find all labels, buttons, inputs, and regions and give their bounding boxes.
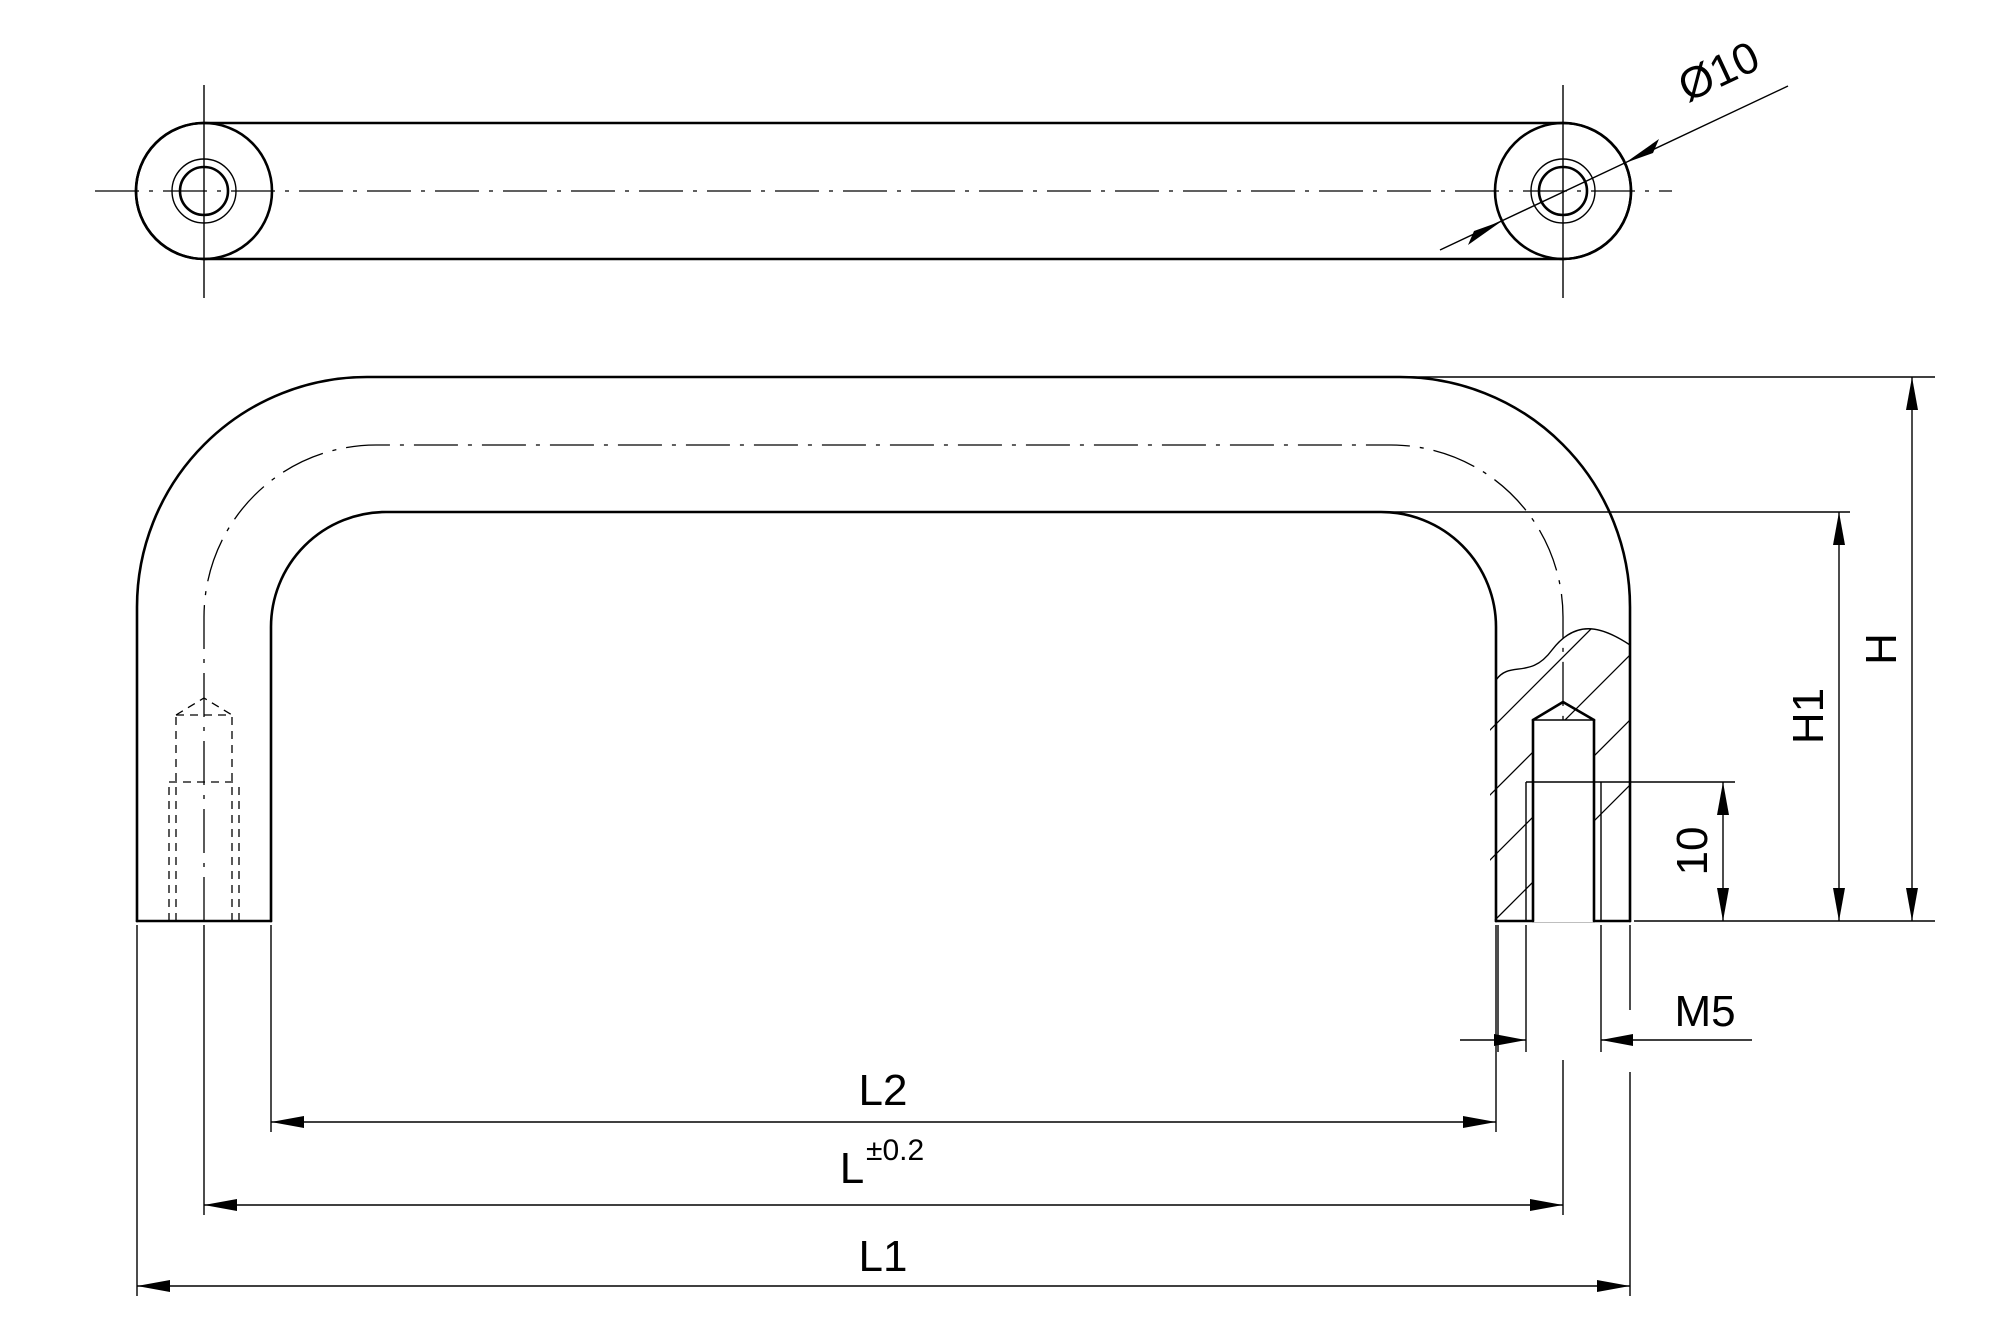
l-tolerance-label: ±0.2 <box>866 1134 924 1167</box>
thread-depth-label: 10 <box>1668 827 1717 876</box>
top-view: Ø10 <box>95 32 1789 298</box>
front-view <box>135 375 1632 923</box>
dimension-thread-depth: 10 <box>1668 782 1729 921</box>
dimension-l: L ±0.2 <box>204 1134 1563 1211</box>
dimensions: L2 L ±0.2 L1 M5 <box>136 376 1935 1296</box>
l-label: L <box>840 1144 864 1193</box>
right-leg-section <box>1490 628 1631 923</box>
h1-label: H1 <box>1784 688 1833 744</box>
handle-inner-contour <box>269 510 1498 923</box>
l2-label: L2 <box>859 1066 908 1115</box>
diameter-label: Ø10 <box>1671 32 1767 112</box>
diameter-dimension: Ø10 <box>1439 32 1789 251</box>
handle-outer-contour <box>135 375 1632 923</box>
dimension-m5: M5 <box>1460 987 1752 1046</box>
l1-label: L1 <box>859 1232 908 1281</box>
h-label: H <box>1857 633 1906 665</box>
m5-label: M5 <box>1674 987 1735 1036</box>
dimension-l1: L1 <box>137 1232 1630 1292</box>
section-break-line <box>1495 628 1631 681</box>
dimension-l2: L2 <box>271 1066 1496 1128</box>
section-hatching <box>1490 628 1630 920</box>
handle-centerline <box>203 444 1564 921</box>
left-hidden-threaded-hole <box>168 697 240 921</box>
dimension-h: H <box>1857 377 1918 921</box>
dimension-h1: H1 <box>1784 512 1845 921</box>
